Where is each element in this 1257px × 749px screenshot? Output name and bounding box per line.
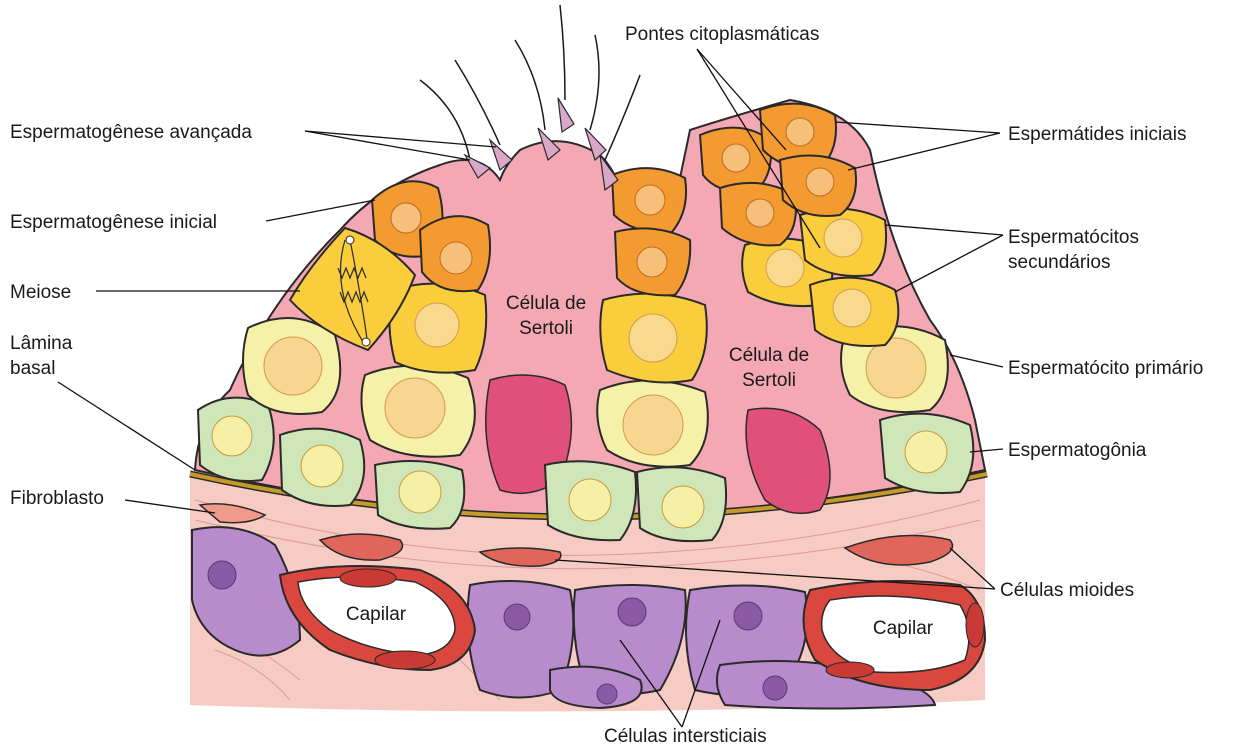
label-sertoli-right-line2: Sertoli: [742, 370, 796, 391]
label-primary-spermatocyte: Espermatócito primário: [1008, 358, 1203, 379]
label-fibroblast: Fibroblasto: [10, 488, 104, 509]
label-basal-lamina-line1: Lâmina: [10, 333, 73, 354]
label-initial-spermatogenesis: Espermatogênese inicial: [10, 212, 217, 233]
label-advanced-spermatogenesis: Espermatogênese avançada: [10, 122, 252, 143]
label-sertoli-left-line1: Célula de: [506, 293, 586, 314]
label-meiosis: Meiose: [10, 282, 71, 303]
label-capillary-right: Capilar: [873, 618, 934, 639]
label-capillary-left: Capilar: [346, 604, 407, 625]
label-early-spermatids: Espermátides iniciais: [1008, 124, 1186, 145]
label-spermatogonia: Espermatogônia: [1008, 440, 1147, 461]
label-sertoli-left-line2: Sertoli: [519, 318, 573, 339]
label-sertoli-right-line1: Célula de: [729, 345, 809, 366]
label-interstitial-cells: Células intersticiais: [604, 726, 767, 747]
label-cytoplasmic-bridges: Pontes citoplasmáticas: [625, 24, 819, 45]
label-myoid-cells: Células mioides: [1000, 580, 1134, 601]
label-secondary-spermatocytes-line1: Espermatócitos: [1008, 227, 1139, 248]
label-basal-lamina-line2: basal: [10, 358, 55, 379]
label-secondary-spermatocytes-line2: secundários: [1008, 252, 1110, 273]
